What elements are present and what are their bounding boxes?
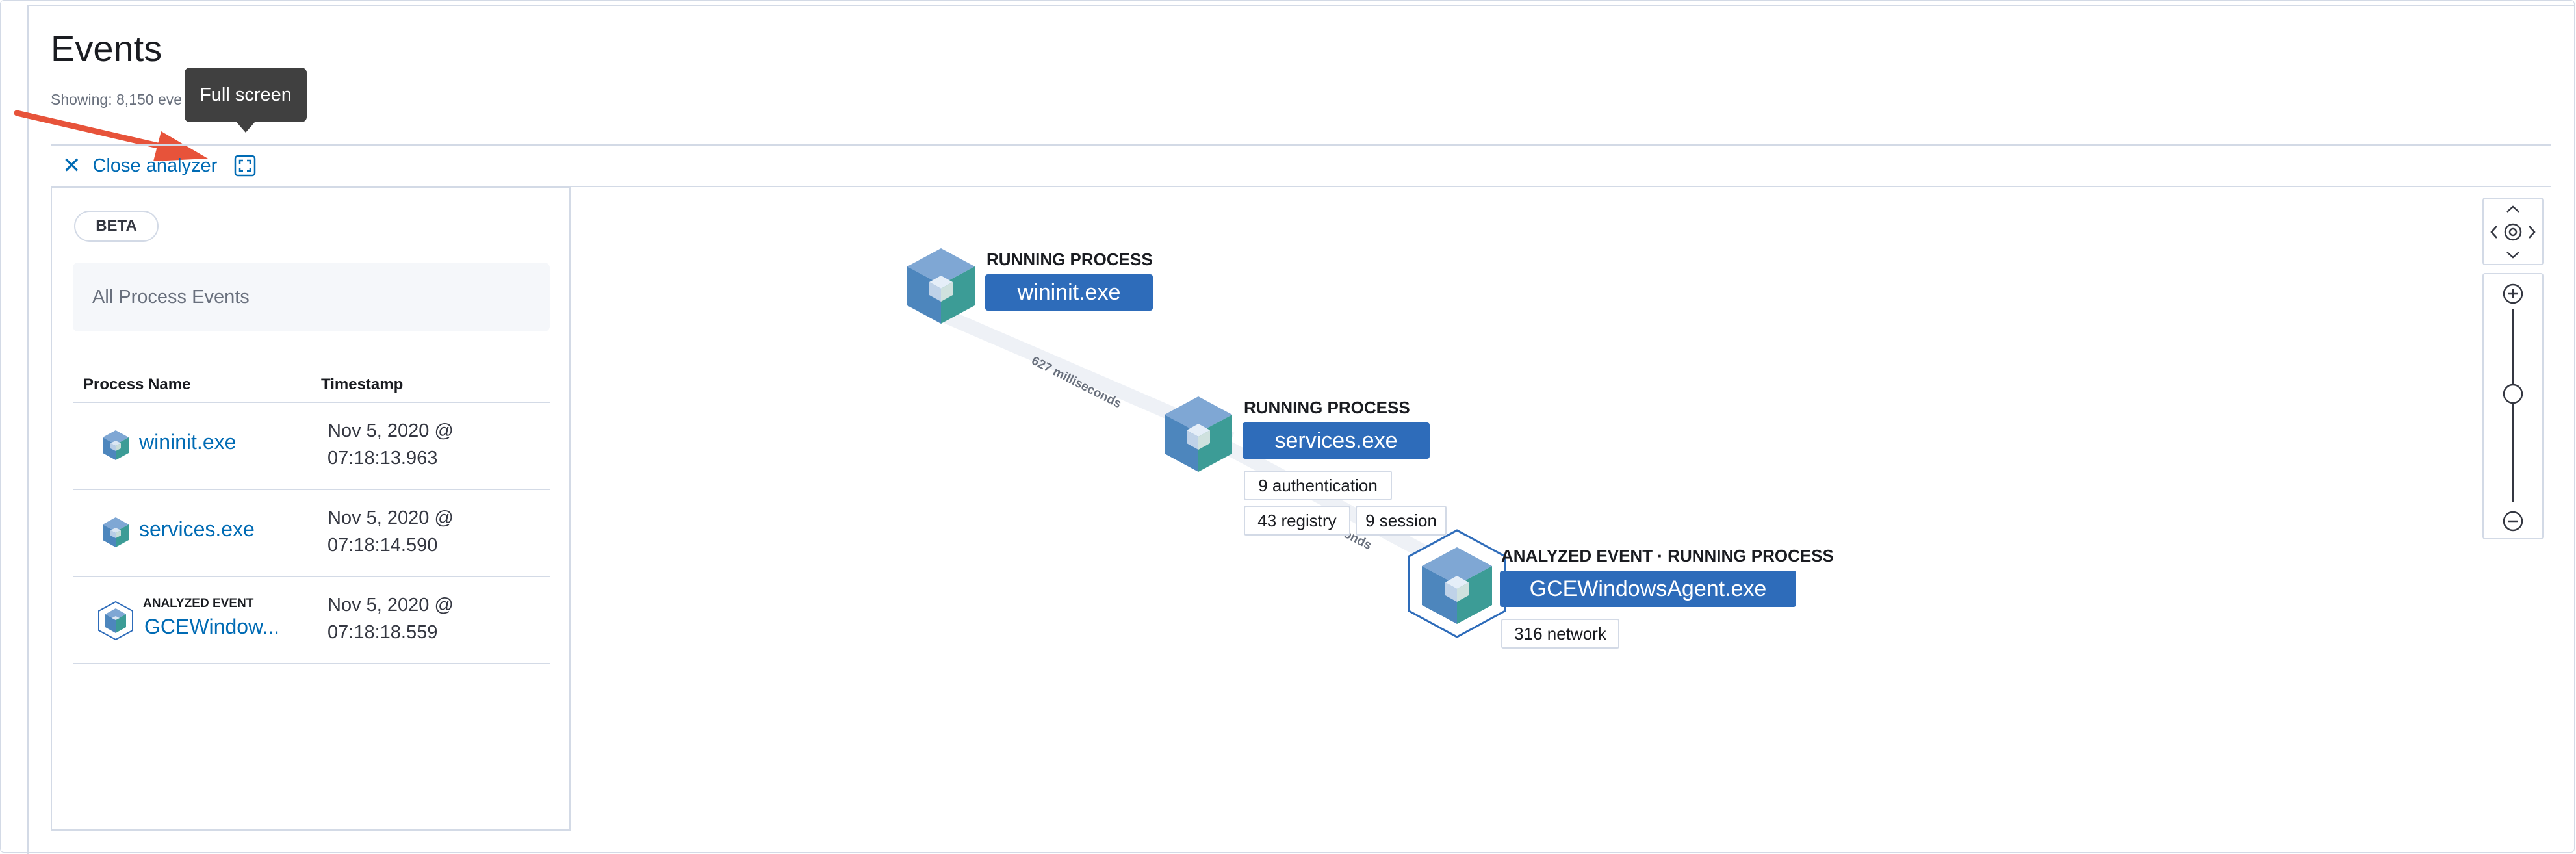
beta-badge: BETA [74,211,159,242]
content-frame [27,5,2575,854]
process-cube-icon [103,430,129,460]
zoom-out-icon[interactable] [2503,511,2523,532]
zoom-in-icon[interactable] [2503,283,2523,304]
process-list-panel: BETA All Process Events Process Name Tim… [51,187,571,831]
row-timestamp-time: 07:18:18.559 [328,622,438,643]
row-timestamp-time: 07:18:13.963 [328,448,438,469]
close-analyzer-button[interactable]: ✕ Close analyzer [62,155,217,177]
row-process-link[interactable]: wininit.exe [139,430,237,454]
row-timestamp: Nov 5, 2020 @ 07:18:18.559 [328,591,535,646]
row-timestamp-date: Nov 5, 2020 @ [328,595,454,615]
row-process-link[interactable]: services.exe [139,517,255,541]
node-gcewindowsagent-button[interactable]: GCEWindowsAgent.exe [1500,571,1796,607]
chevron-up-icon[interactable] [2506,205,2519,213]
row-process-link[interactable]: GCEWindow... [144,615,280,638]
toolbar-divider [51,186,2551,187]
node-services-button[interactable]: services.exe [1243,422,1430,459]
table-row: services.exe Nov 5, 2020 @ 07:18:14.590 [73,490,550,577]
analyzed-process-cube-icon[interactable] [1405,528,1509,640]
table-row: wininit.exe Nov 5, 2020 @ 07:18:13.963 [73,403,550,490]
analyzed-event-tag: ANALYZED EVENT [143,597,254,610]
column-process-name: Process Name [83,376,191,393]
graph-edges [939,307,1458,575]
column-timestamp: Timestamp [321,376,404,393]
table-header: Process Name Timestamp [73,370,550,403]
node-type-label: ANALYZED EVENT · RUNNING PROCESS [1501,546,1834,565]
row-timestamp: Nov 5, 2020 @ 07:18:13.963 [328,417,535,472]
fullscreen-tooltip: Full screen [185,68,307,122]
authentication-events-pill[interactable]: 9 authentication [1244,471,1392,500]
network-events-pill[interactable]: 316 network [1501,619,1619,649]
process-cube-icon[interactable] [1162,394,1235,474]
session-events-pill[interactable]: 9 session [1356,506,1447,536]
node-wininit-button[interactable]: wininit.exe [985,274,1153,311]
all-process-events-breadcrumb[interactable]: All Process Events [73,263,550,331]
row-timestamp-date: Nov 5, 2020 @ [328,508,454,528]
row-timestamp: Nov 5, 2020 @ 07:18:14.590 [328,504,535,559]
analyzed-process-cube-icon [98,601,133,641]
annotation-arrow [14,110,208,161]
fullscreen-icon[interactable] [234,155,256,177]
tooltip-arrow [237,122,255,133]
center-icon[interactable] [2504,223,2522,241]
header-divider [51,144,2551,146]
row-timestamp-time: 07:18:14.590 [328,535,438,556]
node-type-label: RUNNING PROCESS [986,250,1153,269]
graph-navigation-controls [2482,198,2544,265]
graph-zoom-controls [2482,273,2544,539]
showing-count: Showing: 8,150 eve [51,91,183,108]
page-title: Events [51,28,162,69]
registry-events-pill[interactable]: 43 registry [1244,506,1350,536]
process-graph-canvas[interactable]: 627 milliseconds onds RUNNING PROCESS wi… [572,187,2551,850]
close-analyzer-label: Close analyzer [92,155,218,176]
chevron-right-icon[interactable] [2529,226,2536,239]
chevron-left-icon[interactable] [2490,226,2497,239]
zoom-slider [2503,283,2523,532]
process-cube-icon [103,517,129,547]
row-timestamp-date: Nov 5, 2020 @ [328,421,454,441]
node-type-label: RUNNING PROCESS [1244,398,1410,417]
zoom-slider-handle[interactable] [2503,383,2523,404]
process-cube-icon[interactable] [905,246,977,326]
table-row: ANALYZED EVENT GCEWindow... Nov 5, 2020 … [73,577,550,664]
close-icon: ✕ [62,153,81,178]
pan-controls [2490,205,2536,259]
chevron-down-icon[interactable] [2506,252,2519,259]
